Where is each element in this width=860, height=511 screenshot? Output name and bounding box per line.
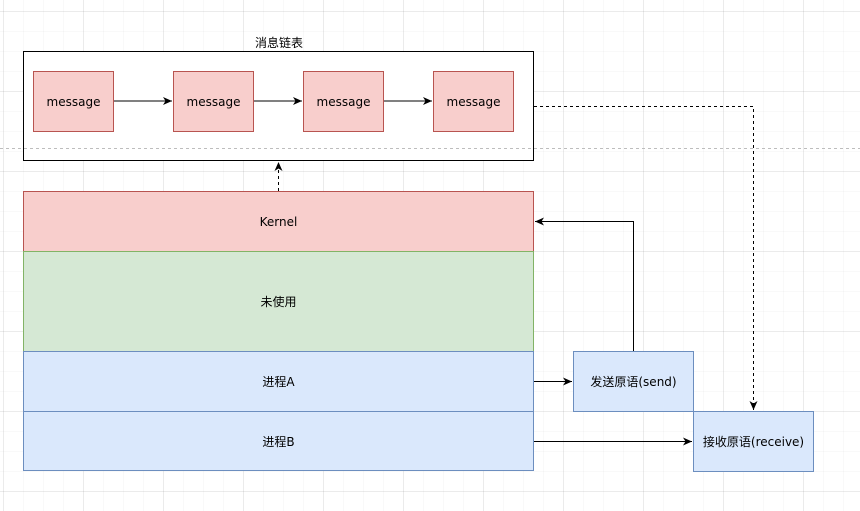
send-to-kernel-arrow <box>535 217 634 351</box>
message-node-1[interactable]: message <box>33 71 114 132</box>
unused-label: 未使用 <box>260 295 297 309</box>
process-a-block[interactable]: 进程A <box>23 351 534 412</box>
message-node-label: message <box>46 94 101 109</box>
message-node-2[interactable]: message <box>173 71 254 132</box>
send-primitive-label: 发送原语(send) <box>590 375 677 389</box>
message-node-4[interactable]: message <box>433 71 514 132</box>
process-b-label: 进程B <box>262 434 295 449</box>
message-node-3[interactable]: message <box>303 71 384 132</box>
receive-primitive-block[interactable]: 接收原语(receive) <box>693 411 814 472</box>
process-a-label: 进程A <box>262 375 295 389</box>
process-b-block[interactable]: 进程B <box>23 411 534 471</box>
message-node-label: message <box>186 94 241 109</box>
message-node-label: message <box>316 94 371 109</box>
message-node-label: message <box>446 94 501 109</box>
kernel-block[interactable]: Kernel <box>23 191 534 252</box>
message-list-title: 消息链表 <box>254 36 303 50</box>
send-primitive-block[interactable]: 发送原语(send) <box>573 351 694 412</box>
kernel-label: Kernel <box>259 214 298 229</box>
receive-primitive-label: 接收原语(receive) <box>702 435 805 449</box>
unused-block[interactable]: 未使用 <box>23 251 534 352</box>
